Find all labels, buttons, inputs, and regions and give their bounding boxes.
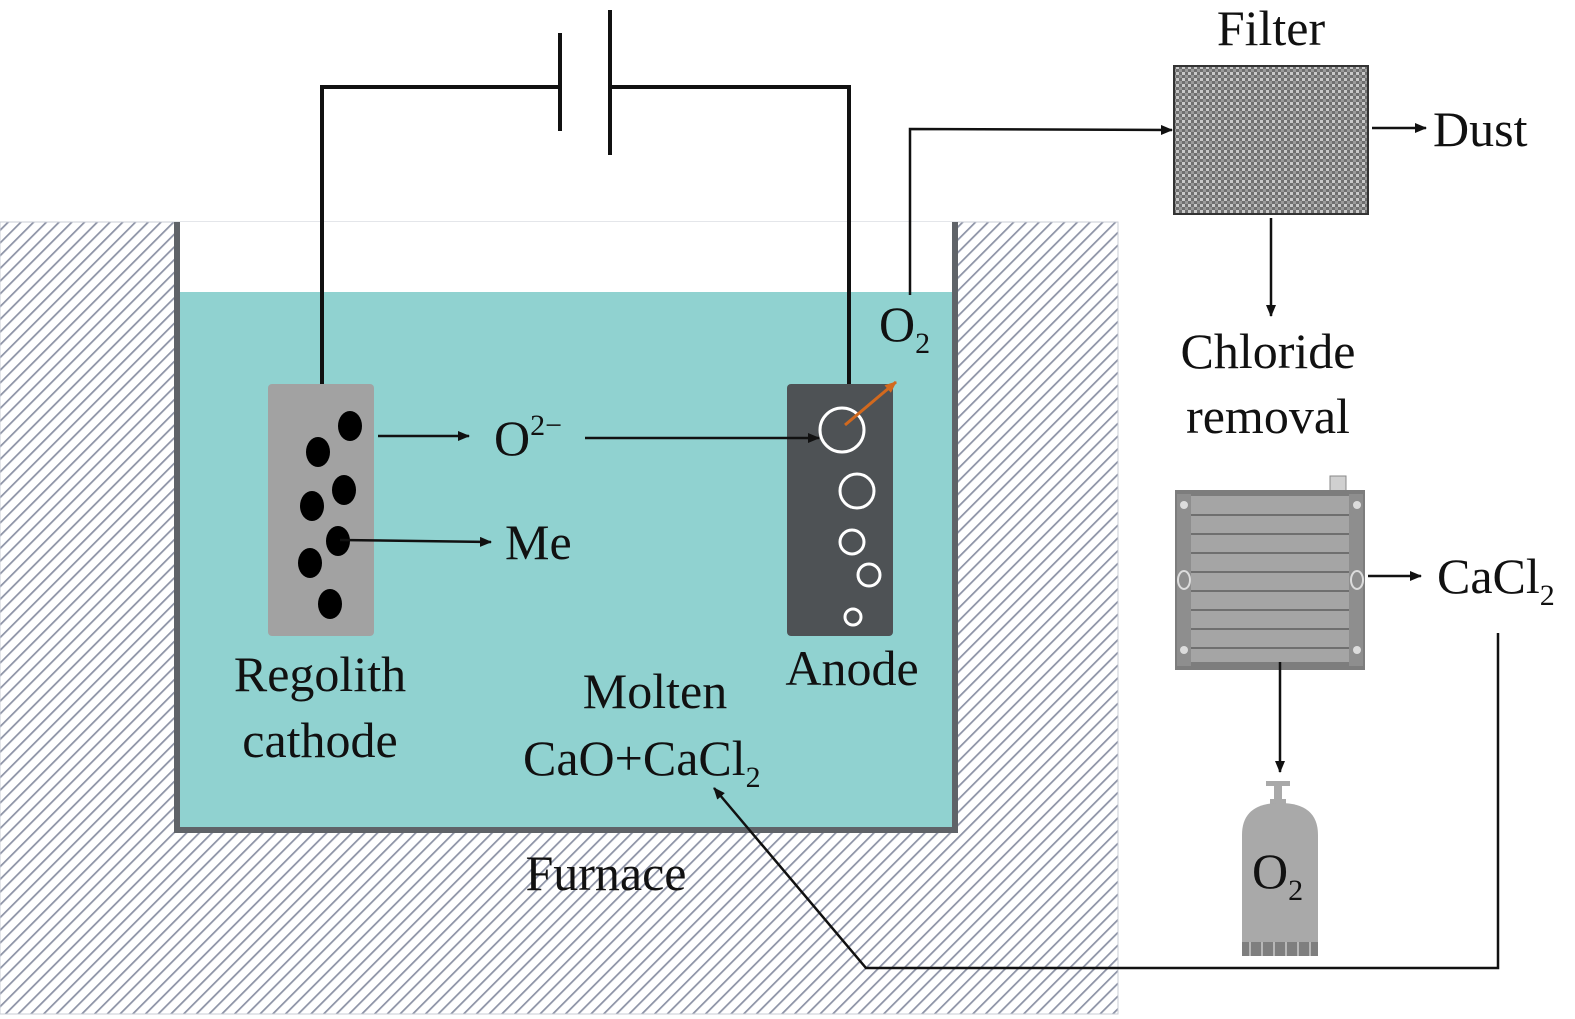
filter-box bbox=[1173, 65, 1369, 215]
crucible-wall bbox=[174, 222, 958, 833]
metal-particle bbox=[332, 475, 356, 505]
cacl2-label: CaCl2 bbox=[1437, 548, 1555, 612]
gas-bubble bbox=[838, 472, 876, 510]
oxygen-tank bbox=[1242, 781, 1318, 956]
dust-label: Dust bbox=[1433, 101, 1528, 157]
filter-label: Filter bbox=[1217, 0, 1326, 56]
molten-label-line1: Molten bbox=[583, 663, 727, 719]
gas-bubble bbox=[843, 607, 863, 627]
gas-bubble bbox=[856, 562, 882, 588]
bubble-release-arrow bbox=[844, 380, 897, 427]
gas-bubble bbox=[818, 406, 866, 454]
furnace-label: Furnace bbox=[525, 845, 686, 901]
anode-label: Anode bbox=[785, 640, 918, 696]
metal-particle bbox=[338, 411, 362, 441]
metal-label: Me bbox=[505, 514, 572, 570]
oxide-ion-label: O2− bbox=[494, 409, 562, 466]
ion-flow-arrows bbox=[339, 431, 820, 547]
gas-bubble bbox=[838, 528, 866, 556]
chloride-removal-unit bbox=[1175, 475, 1365, 670]
o2-gas-label: O2 bbox=[879, 296, 930, 360]
anode bbox=[787, 380, 897, 636]
molten-label-line2: CaO+CaCl2 bbox=[523, 730, 761, 794]
gas-line bbox=[908, 123, 1427, 317]
cathode-label-line1: Regolith bbox=[234, 646, 406, 702]
cathode-label-line2: cathode bbox=[242, 712, 397, 768]
metal-particle bbox=[326, 526, 350, 556]
regolith-cathode bbox=[268, 384, 374, 636]
metal-particle bbox=[318, 589, 342, 619]
chloride-removal-label-line1: Chloride bbox=[1181, 323, 1356, 379]
product-arrows bbox=[713, 571, 1500, 970]
metal-particle bbox=[306, 437, 330, 467]
chloride-removal-label-line2: removal bbox=[1186, 388, 1350, 444]
metal-particle bbox=[300, 491, 324, 521]
oxygen-tank-label: O2 bbox=[1252, 843, 1303, 907]
power-circuit bbox=[320, 10, 851, 388]
metal-particle bbox=[298, 548, 322, 578]
